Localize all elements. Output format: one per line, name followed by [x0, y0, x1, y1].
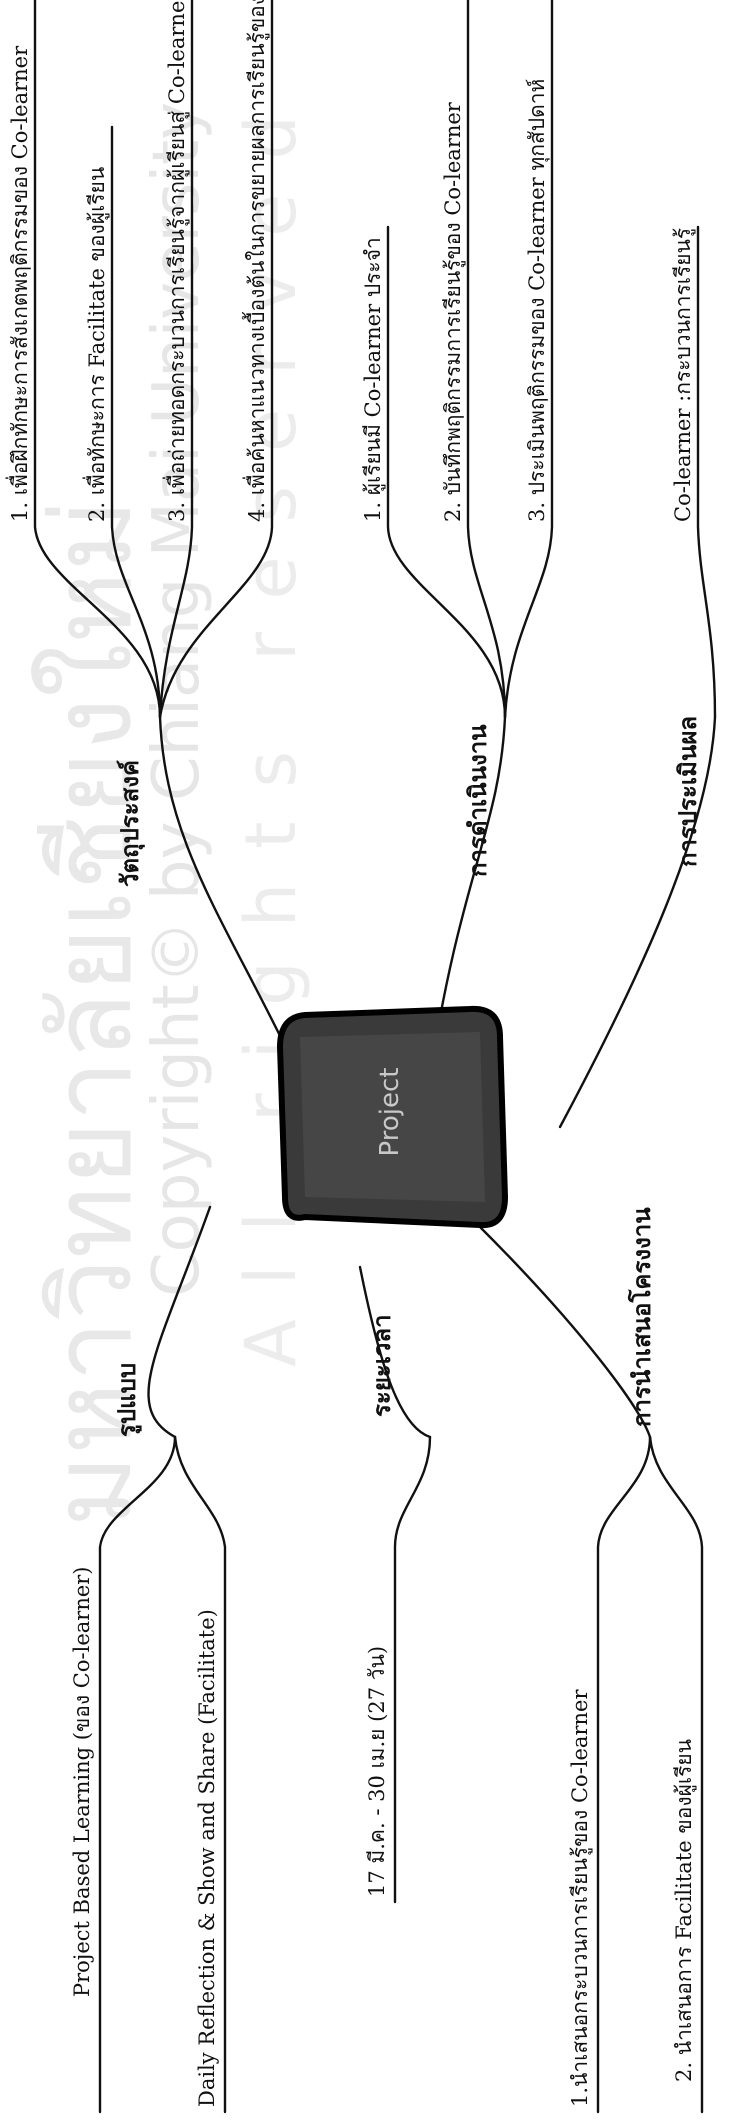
link-presentation [478, 1225, 652, 1439]
objective-item: 3. เพื่อถ่ายทอดกระบวนการเรียนรู้จากผู้เร… [165, 0, 189, 522]
branch-format-label: รูปแบบ [112, 1362, 141, 1437]
link-duration [358, 1265, 432, 1439]
format-item: Daily Reflection & Show and Share (Facil… [195, 1609, 219, 2107]
presentation-item: 2. นำเสนอการ Facilitate ของผู้เรียน [672, 1738, 696, 2082]
objective-item: 2. เพื่อทักษะการ Facilitate ของผู้เรียน [85, 166, 109, 522]
center-blob [276, 1005, 509, 1229]
link-evaluation [558, 715, 717, 1129]
link-objectives [158, 715, 302, 1079]
branch-presentation-label: การนำเสนอโครงงาน [627, 1207, 656, 1427]
operation-item: 2. บันทึกพฤติกรรมการเรียนรู้ของ Co-learn… [441, 102, 465, 522]
objective-item: 4. เพื่อค้นหาแนวทางเบื้องต้นในการขยายผลก… [245, 0, 269, 522]
center-title: Project [375, 1067, 405, 1157]
operation-item: 3. ประเมินพฤติกรรมของ Co-learner ทุกสัปด… [525, 78, 549, 522]
duration-item: 17 มี.ค. - 30 เม.ย (27 วัน) [365, 1645, 389, 1897]
format-item: Project Based Learning (ของ Co-learner) [70, 1566, 94, 1998]
link-format [147, 1205, 212, 1439]
operation-item: 1. ผู้เรียนมี Co-learner ประจำ [361, 237, 385, 522]
link-operation [428, 715, 507, 1079]
branch-evaluation-label: การประเมินผล [673, 715, 702, 867]
branch-objectives-label: วัตถุประสงค์ [115, 759, 144, 887]
branch-operation-label: การดำเนินงาน [463, 724, 492, 877]
branch-duration-label: ระยะเวลา [367, 1314, 396, 1417]
evaluation-item: Co-learner :กระบวนการเรียนรู้ [671, 227, 695, 522]
presentation-item: 1.นำเสนอกระบวนการเรียนรู้ของ Co-learner [568, 1689, 592, 2107]
objective-item: 1. เพื่อฝึกทักษะการสังเกตพฤติกรรมของ Co-… [8, 45, 32, 522]
